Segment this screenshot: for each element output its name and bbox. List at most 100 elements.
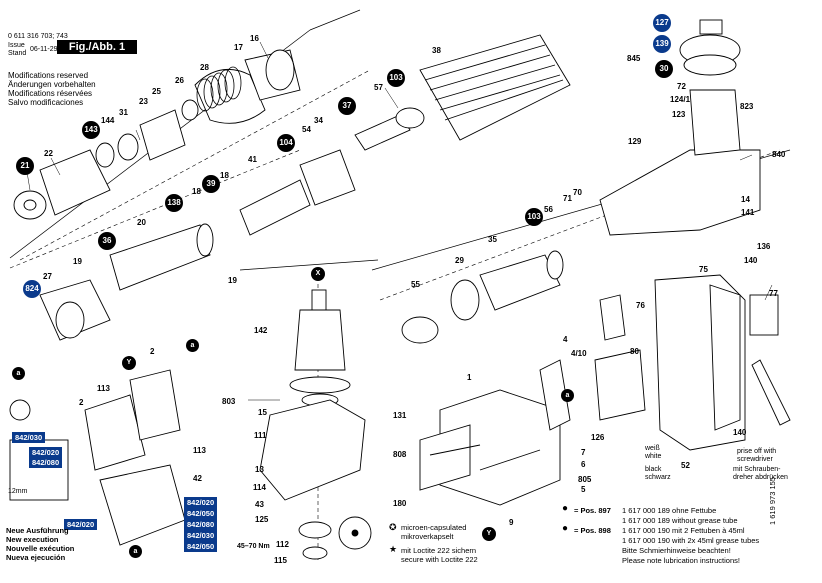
part-label: 80 bbox=[630, 347, 639, 356]
star-icon: ★ bbox=[389, 544, 398, 554]
part-label: 20 bbox=[137, 218, 146, 227]
part-label: 19 bbox=[228, 276, 237, 285]
part-label: 22 bbox=[44, 149, 53, 158]
part-callout: 103 bbox=[387, 69, 405, 87]
ref-marker-y: Y bbox=[482, 527, 496, 541]
part-label: 803 bbox=[222, 397, 236, 406]
grease-line: Please note lubrication instructions! bbox=[622, 556, 740, 565]
legend-pos897: = Pos. 897 bbox=[574, 506, 611, 515]
part-label: 38 bbox=[432, 46, 441, 55]
part-label: 845 bbox=[627, 54, 641, 63]
legend-loctite: mit Loctite 222 sichern bbox=[401, 546, 477, 555]
torque-spec: 45–70 Nm bbox=[237, 543, 270, 550]
part-label: 23 bbox=[139, 97, 148, 106]
prise-off-note: mit Schrauben- bbox=[733, 466, 781, 473]
part-label: 2 bbox=[150, 347, 155, 356]
part-label: 43 bbox=[255, 500, 264, 509]
part-label: 41 bbox=[248, 155, 257, 164]
legend-pos898: = Pos. 898 bbox=[574, 526, 611, 535]
wire-color-label: black bbox=[645, 466, 662, 473]
part-label: 76 bbox=[636, 301, 645, 310]
variant-tag: 842/030 bbox=[184, 530, 218, 541]
doc-number: 0 611 316 703; 743 bbox=[8, 33, 68, 40]
part-label: 77 bbox=[769, 289, 778, 298]
part-callout: 127 bbox=[653, 14, 671, 32]
part-callout: 30 bbox=[655, 60, 673, 78]
ref-marker-x: X bbox=[311, 267, 325, 281]
part-label: 25 bbox=[152, 87, 161, 96]
part-label: 26 bbox=[175, 76, 184, 85]
grease-line: 1 617 000 190 with 2x 45ml grease tubes bbox=[622, 536, 760, 545]
grease-line: Bitte Schmierhinweise beachten! bbox=[622, 546, 731, 555]
part-label: 113 bbox=[193, 446, 206, 455]
part-label: 180 bbox=[393, 499, 407, 508]
part-label: 17 bbox=[234, 43, 243, 52]
ref-marker-a: a bbox=[12, 367, 25, 380]
part-label: 114 bbox=[253, 483, 266, 492]
variant-tag: 842/080 bbox=[29, 457, 63, 468]
part-label: 72 bbox=[677, 82, 686, 91]
part-label: 4/10 bbox=[571, 349, 587, 358]
wire-color-label: weiß bbox=[645, 445, 660, 452]
part-label: 141 bbox=[741, 208, 755, 217]
part-label: 2 bbox=[79, 398, 84, 407]
part-label: 115 bbox=[274, 556, 287, 565]
new-execution-line: Neue Ausführung bbox=[6, 526, 69, 535]
part-label: 29 bbox=[455, 256, 464, 265]
part-callout: 36 bbox=[98, 232, 116, 250]
part-label: 15 bbox=[258, 408, 267, 417]
part-label: 18 bbox=[192, 187, 201, 196]
modifications-line: Salvo modificaciones bbox=[8, 98, 84, 107]
part-label: 52 bbox=[681, 461, 690, 470]
issue-date: 06-11-29 bbox=[30, 46, 58, 53]
variant-tag: 842/050 bbox=[184, 541, 218, 552]
grease-line: 1 617 000 190 mit 2 Fettuben à 45ml bbox=[622, 526, 745, 535]
part-label: 126 bbox=[591, 433, 605, 442]
part-label: 1 bbox=[467, 373, 472, 382]
part-label: 840 bbox=[772, 150, 786, 159]
part-label: 144 bbox=[101, 116, 115, 125]
part-label: 57 bbox=[374, 83, 383, 92]
part-label: 123 bbox=[672, 110, 686, 119]
modifications-line: Änderungen vorbehalten bbox=[8, 80, 96, 89]
variant-tag: 842/030 bbox=[12, 432, 46, 443]
modifications-line: Modifications réservées bbox=[8, 89, 93, 98]
variant-tag: 842/080 bbox=[184, 519, 218, 530]
ref-marker-y: Y bbox=[122, 356, 136, 370]
part-label: 56 bbox=[544, 205, 553, 214]
part-label: 823 bbox=[740, 102, 754, 111]
part-label: 54 bbox=[302, 125, 311, 134]
part-label: 18 bbox=[220, 171, 229, 180]
part-label: 808 bbox=[393, 450, 407, 459]
part-label: 131 bbox=[393, 411, 407, 420]
part-label: 71 bbox=[563, 194, 572, 203]
part-label: 35 bbox=[488, 235, 497, 244]
stand-label: Stand bbox=[8, 50, 27, 57]
part-label: 113 bbox=[97, 384, 110, 393]
part-label: 34 bbox=[314, 116, 323, 125]
part-callout: 138 bbox=[165, 194, 183, 212]
part-label: 140 bbox=[733, 428, 747, 437]
part-label: 75 bbox=[699, 265, 708, 274]
grease-line: 1 617 000 189 without grease tube bbox=[622, 516, 738, 525]
part-label: 4 bbox=[563, 335, 568, 344]
part-label: 19 bbox=[73, 257, 82, 266]
ref-marker-a: a bbox=[186, 339, 199, 352]
ref-marker-a: a bbox=[561, 389, 574, 402]
part-callout: 143 bbox=[82, 121, 100, 139]
variant-tag: 842/020 bbox=[64, 519, 98, 530]
part-callout: 103 bbox=[525, 208, 543, 226]
part-callout: 37 bbox=[338, 97, 356, 115]
modifications-line: Modifications reserved bbox=[8, 71, 89, 80]
part-callout: 21 bbox=[16, 157, 34, 175]
new-execution-line: Nueva ejecución bbox=[6, 553, 66, 562]
part-callout: 39 bbox=[202, 175, 220, 193]
part-label: 136 bbox=[757, 242, 771, 251]
part-label: 7 bbox=[581, 448, 586, 457]
modifications-notice: Modifications reserved Änderungen vorbeh… bbox=[8, 71, 96, 107]
ref-marker-a: a bbox=[129, 545, 142, 558]
part-label: 31 bbox=[119, 108, 128, 117]
new-execution-line: Nouvelle exécution bbox=[6, 544, 75, 553]
legend-microencapsulated: mikroverkapselt bbox=[401, 532, 454, 541]
